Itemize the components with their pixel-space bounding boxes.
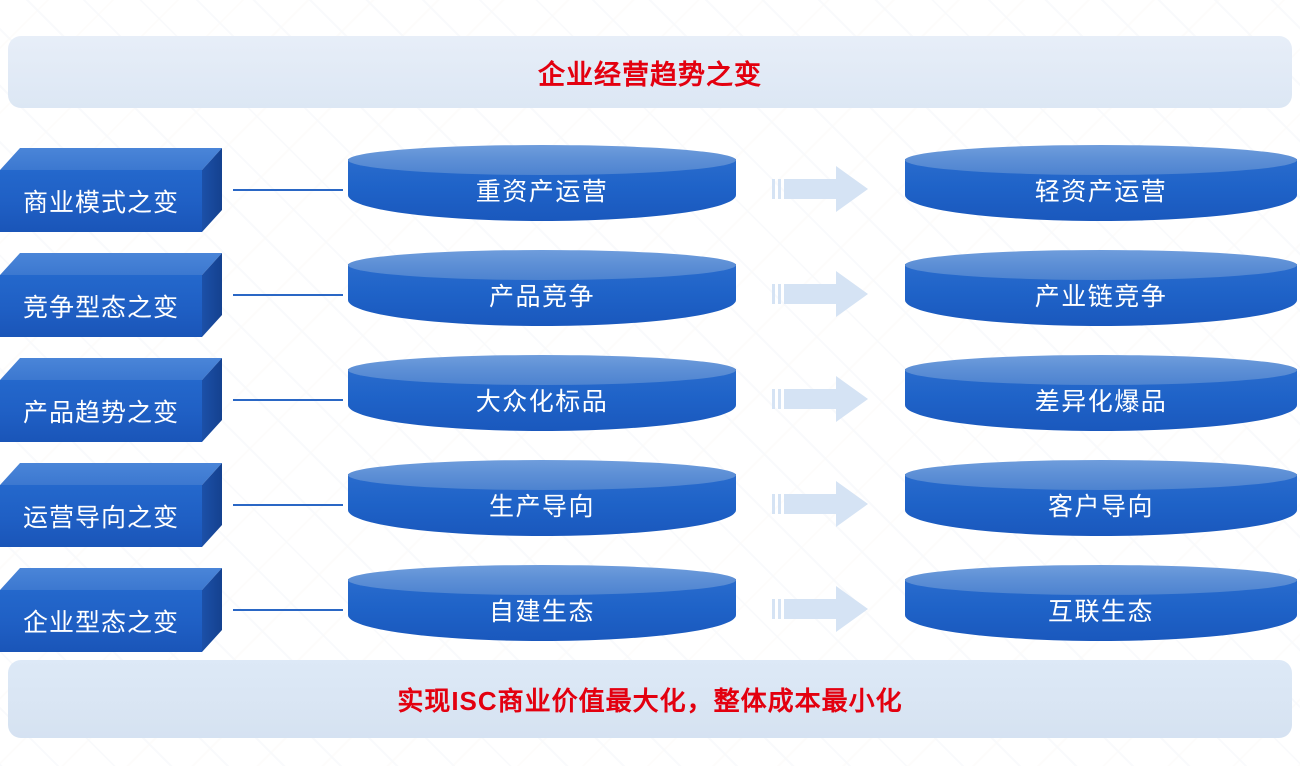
arrow-tick xyxy=(772,389,775,409)
to-state-label: 客户导向 xyxy=(1047,493,1154,521)
category-box[interactable]: 运营导向之变 xyxy=(0,463,222,547)
right-arrow-icon xyxy=(772,586,868,632)
cylinder-lid xyxy=(905,460,1297,490)
cylinder-lid xyxy=(348,565,736,595)
cylinder-lid xyxy=(905,565,1297,595)
category-label: 产品趋势之变 xyxy=(22,399,179,427)
to-state-label: 产业链竞争 xyxy=(1034,283,1168,311)
to-state-label: 互联生态 xyxy=(1047,598,1154,626)
arrow-tick xyxy=(778,284,781,304)
from-state-label: 大众化标品 xyxy=(475,388,609,416)
box-side-face xyxy=(202,358,222,442)
arrow-head xyxy=(784,376,868,422)
cylinder-lid xyxy=(905,355,1297,385)
cylinder-lid xyxy=(905,250,1297,280)
connector-line xyxy=(233,294,343,296)
to-state-cylinder[interactable]: 互联生态 xyxy=(905,565,1297,651)
box-top-face xyxy=(0,463,222,485)
page-title: 企业经营趋势之变 xyxy=(538,59,762,90)
from-state-cylinder[interactable]: 重资产运营 xyxy=(348,145,736,231)
category-box[interactable]: 企业型态之变 xyxy=(0,568,222,652)
right-arrow-icon xyxy=(772,271,868,317)
connector-line xyxy=(233,609,343,611)
box-front-face: 产品趋势之变 xyxy=(0,380,202,442)
header-banner: 企业经营趋势之变 xyxy=(8,36,1292,108)
arrow-tick xyxy=(778,179,781,199)
to-state-cylinder[interactable]: 产业链竞争 xyxy=(905,250,1297,336)
category-box[interactable]: 竞争型态之变 xyxy=(0,253,222,337)
box-top-face xyxy=(0,568,222,590)
cylinder-lid xyxy=(348,355,736,385)
right-arrow-icon xyxy=(772,481,868,527)
diagram-row: 商业模式之变 重资产运营 轻资产运营 xyxy=(0,140,1300,236)
to-state-label: 差异化爆品 xyxy=(1034,388,1168,416)
cylinder-lid xyxy=(905,145,1297,175)
category-label: 运营导向之变 xyxy=(22,504,179,532)
arrow-tick xyxy=(772,599,775,619)
from-state-label: 重资产运营 xyxy=(475,178,609,206)
arrow-head xyxy=(784,166,868,212)
from-state-label: 生产导向 xyxy=(488,493,595,521)
box-front-face: 企业型态之变 xyxy=(0,590,202,652)
category-box[interactable]: 商业模式之变 xyxy=(0,148,222,232)
from-state-label: 产品竞争 xyxy=(488,283,595,311)
arrow-tick xyxy=(772,494,775,514)
footer-banner: 实现ISC商业价值最大化，整体成本最小化 xyxy=(8,660,1292,738)
arrow-tick xyxy=(772,179,775,199)
from-state-label: 自建生态 xyxy=(488,598,595,626)
box-top-face xyxy=(0,358,222,380)
category-label: 企业型态之变 xyxy=(22,609,179,637)
connector-line xyxy=(233,189,343,191)
cylinder-lid xyxy=(348,460,736,490)
category-label: 竞争型态之变 xyxy=(22,294,179,322)
box-front-face: 运营导向之变 xyxy=(0,485,202,547)
to-state-label: 轻资产运营 xyxy=(1034,178,1168,206)
arrow-tick xyxy=(778,599,781,619)
diagram-row: 运营导向之变 生产导向 客户导向 xyxy=(0,455,1300,551)
arrow-head xyxy=(784,271,868,317)
arrow-tick xyxy=(772,284,775,304)
right-arrow-icon xyxy=(772,376,868,422)
diagram-row: 产品趋势之变 大众化标品 差异化爆品 xyxy=(0,350,1300,446)
arrow-head xyxy=(784,481,868,527)
from-state-cylinder[interactable]: 生产导向 xyxy=(348,460,736,546)
box-side-face xyxy=(202,568,222,652)
right-arrow-icon xyxy=(772,166,868,212)
from-state-cylinder[interactable]: 产品竞争 xyxy=(348,250,736,336)
box-top-face xyxy=(0,148,222,170)
box-side-face xyxy=(202,253,222,337)
to-state-cylinder[interactable]: 客户导向 xyxy=(905,460,1297,546)
arrow-head xyxy=(784,586,868,632)
connector-line xyxy=(233,399,343,401)
from-state-cylinder[interactable]: 自建生态 xyxy=(348,565,736,651)
arrow-tick xyxy=(778,494,781,514)
from-state-cylinder[interactable]: 大众化标品 xyxy=(348,355,736,441)
box-side-face xyxy=(202,463,222,547)
footer-title: 实现ISC商业价值最大化，整体成本最小化 xyxy=(397,685,903,716)
box-front-face: 商业模式之变 xyxy=(0,170,202,232)
to-state-cylinder[interactable]: 差异化爆品 xyxy=(905,355,1297,441)
category-label: 商业模式之变 xyxy=(22,189,179,217)
connector-line xyxy=(233,504,343,506)
category-box[interactable]: 产品趋势之变 xyxy=(0,358,222,442)
diagram-row: 企业型态之变 自建生态 互联生态 xyxy=(0,560,1300,656)
cylinder-lid xyxy=(348,145,736,175)
box-side-face xyxy=(202,148,222,232)
cylinder-lid xyxy=(348,250,736,280)
box-front-face: 竞争型态之变 xyxy=(0,275,202,337)
box-top-face xyxy=(0,253,222,275)
arrow-tick xyxy=(778,389,781,409)
to-state-cylinder[interactable]: 轻资产运营 xyxy=(905,145,1297,231)
diagram-row: 竞争型态之变 产品竞争 产业链竞争 xyxy=(0,245,1300,341)
